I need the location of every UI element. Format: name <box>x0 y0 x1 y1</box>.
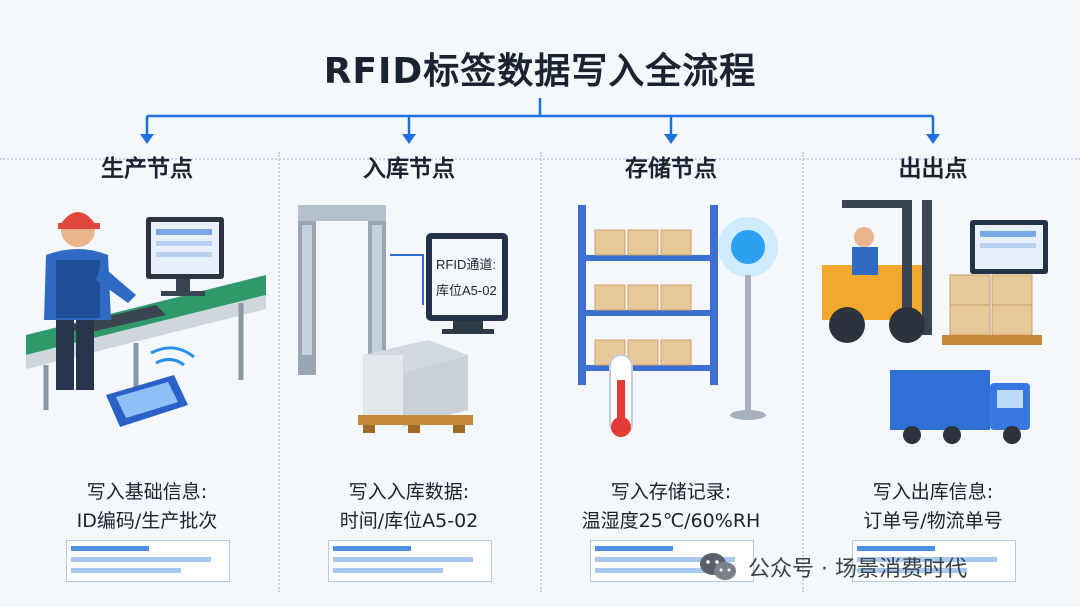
watermark: 公众号 · 场景消费时代 <box>698 550 967 584</box>
description-line: 写入出库信息: <box>872 481 994 503</box>
storage-rack-icon <box>578 205 718 385</box>
forklift-icon <box>822 200 932 343</box>
storage-illustration <box>540 195 802 445</box>
wechat-icon <box>700 553 736 580</box>
page-title: RFID标签数据写入全流程 <box>323 51 757 92</box>
stage-title-storage: 存储节点 <box>625 156 717 182</box>
monitor-icon: RFID通道: 库位A5-02 <box>426 233 508 334</box>
worker-icon <box>44 212 136 390</box>
rfid-reader-icon <box>106 346 195 427</box>
data-bars <box>852 540 1016 582</box>
stage-description-inbound: 写入入库数据: 时间/库位A5-02 <box>278 478 540 536</box>
rfid-gate-icon <box>298 205 386 375</box>
data-bars <box>328 540 492 582</box>
outbound-illustration <box>802 195 1064 445</box>
signal-line <box>390 254 424 305</box>
description-line: 温湿度25℃/60%RH <box>581 510 761 532</box>
flow-connector <box>140 98 940 144</box>
description-line: 写入存储记录: <box>610 481 732 503</box>
column-divider <box>278 152 280 592</box>
data-bars <box>66 540 230 582</box>
production-illustration <box>16 195 278 445</box>
pallet-boxes-icon <box>358 340 473 433</box>
description-line: 写入入库数据: <box>348 481 470 503</box>
arrow-icon <box>140 134 154 144</box>
stage-description-production: 写入基础信息: ID编码/生产批次 <box>16 478 278 536</box>
description-line: 时间/库位A5-02 <box>339 510 479 532</box>
truck-icon <box>890 370 1030 444</box>
stage-title-outbound: 出出点 <box>898 156 968 182</box>
description-line: ID编码/生产批次 <box>76 510 218 532</box>
stage-title-inbound: 入库节点 <box>363 156 455 182</box>
arrow-icon <box>926 134 940 144</box>
stage-title-production: 生产节点 <box>101 156 193 182</box>
column-divider <box>802 152 804 592</box>
screen-text: 库位A5-02 <box>436 283 497 298</box>
column-divider <box>540 152 542 592</box>
thermometer-icon <box>609 354 633 437</box>
arrow-icon <box>664 134 678 144</box>
monitor-icon <box>970 220 1048 274</box>
arrow-icon <box>402 134 416 144</box>
description-line: 写入基础信息: <box>86 481 208 503</box>
inbound-illustration: RFID通道: 库位A5-02 <box>278 195 540 445</box>
watermark-text: 公众号 · 场景消费时代 <box>748 557 967 582</box>
stage-description-storage: 写入存储记录: 温湿度25℃/60%RH <box>540 478 802 536</box>
stage-description-outbound: 写入出库信息: 订单号/物流单号 <box>802 478 1064 536</box>
keyboard-icon <box>71 305 166 335</box>
screen-text: RFID通道: <box>436 257 496 272</box>
pallet-boxes-icon <box>942 274 1042 345</box>
sensor-icon <box>718 217 778 420</box>
description-line: 订单号/物流单号 <box>863 510 1003 532</box>
monitor-icon <box>146 217 224 296</box>
